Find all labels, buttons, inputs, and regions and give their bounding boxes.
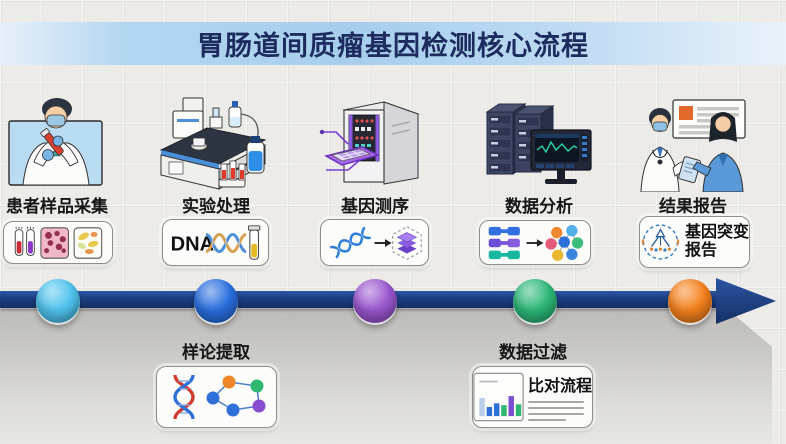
- segments-to-cluster-icon: [488, 224, 584, 261]
- dna-text: DNA: [171, 233, 214, 255]
- text-line: [527, 412, 584, 415]
- sequencing-machine-illustration: [319, 101, 420, 185]
- sub-label-extraction: 样论提取: [182, 343, 250, 362]
- report-box-line2: 报告: [684, 242, 717, 259]
- text-line: [527, 406, 584, 409]
- stage-label-sequencing: 基因测序: [341, 197, 409, 216]
- stage-label-sample-collection: 患者样品采集: [6, 197, 108, 216]
- dna-extraction-icon: DNA: [171, 224, 261, 260]
- detail-box-report: 基因突变 报告: [639, 216, 750, 268]
- barchart-icon: [473, 372, 524, 422]
- detail-box-dna-network: [156, 366, 277, 428]
- stage-label-data-analysis: 数据分析: [505, 197, 573, 216]
- detail-box-dna-extraction: DNA: [162, 219, 269, 266]
- stage-label-lab-processing: 实验处理: [182, 197, 250, 216]
- detail-box-sequencing: [320, 219, 429, 266]
- doctor-and-patient-illustration: [640, 99, 746, 192]
- sub-label-data-filter: 数据过滤: [499, 343, 567, 362]
- doctor-collecting-sample-illustration: [8, 98, 103, 186]
- lab-equipment-illustration: [159, 97, 267, 190]
- text-line: [527, 400, 584, 403]
- detail-box-samples: [3, 221, 113, 264]
- alignment-box-label: 比对流程: [527, 377, 592, 395]
- report-box-line1: 基因突变: [684, 223, 749, 241]
- mutation-diagram-icon: [641, 224, 680, 260]
- sample-tubes-tissue-icon: [14, 226, 103, 259]
- timeline-node-3: [353, 279, 397, 323]
- timeline-node-1: [36, 279, 80, 323]
- text-line: [527, 418, 566, 421]
- timeline-node-5: [668, 279, 712, 323]
- stage-label-result-report: 结果报告: [659, 197, 727, 216]
- dna-network-icon: [172, 374, 265, 420]
- timeline-shadow-band: [0, 309, 772, 444]
- timeline-node-2: [194, 279, 238, 323]
- dna-to-database-icon: [329, 225, 422, 260]
- timeline-node-4: [513, 279, 557, 323]
- timeline-arrowhead-icon: [716, 278, 776, 324]
- server-and-monitor-illustration: [485, 103, 592, 184]
- title-banner: 胃肠道间质瘤基因检测核心流程: [0, 22, 786, 65]
- detail-box-alignment: 比对流程: [472, 366, 593, 428]
- detail-box-analysis: [479, 220, 591, 265]
- page-title: 胃肠道间质瘤基因检测核心流程: [197, 31, 589, 61]
